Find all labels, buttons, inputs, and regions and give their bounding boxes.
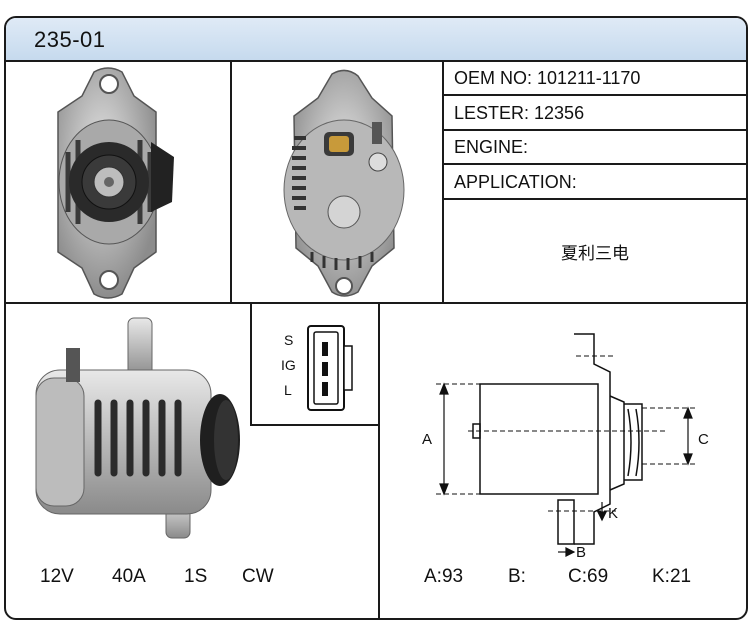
- divider-col-bottom: [378, 304, 380, 618]
- dimension-a: A:93: [424, 566, 464, 587]
- connector-drawing: [307, 325, 353, 411]
- alternator-front-photo: [57, 67, 174, 299]
- dim-label-a: A: [422, 431, 432, 448]
- divider-col-1: [230, 60, 232, 302]
- dimension-b: B:: [508, 566, 526, 587]
- connector-pin-s: S: [284, 332, 294, 348]
- rating-rotation: CW: [242, 566, 274, 587]
- alternator-rear-photo: [283, 69, 405, 297]
- dim-label-k: K: [608, 505, 618, 522]
- dim-label-c: C: [698, 431, 709, 448]
- lester-number: LESTER: 12356: [454, 103, 585, 123]
- dimension-k: K:21: [652, 566, 692, 587]
- divider-spec-2: [442, 129, 746, 131]
- dimension-c: C:69: [568, 566, 609, 587]
- connector-pin-ig: IG: [281, 357, 296, 373]
- connector-box-bottom: [250, 424, 380, 426]
- product-sheet: 235-01 OEM NO: 101211-1170 LESTER: 12356…: [4, 16, 748, 620]
- divider-spec-3: [442, 163, 746, 165]
- rating-voltage: 12V: [40, 566, 74, 587]
- connector-box-left: [250, 304, 252, 426]
- connector-pin-l: L: [284, 382, 292, 398]
- divider-col-2: [442, 60, 444, 302]
- application-value: 夏利三电: [561, 244, 629, 263]
- part-number-title: 235-01: [34, 27, 106, 52]
- divider-spec-4: [442, 198, 746, 200]
- dimension-drawing: A C K B: [422, 333, 709, 561]
- rating-amperage: 40A: [112, 566, 146, 587]
- dim-label-b: B: [576, 544, 586, 561]
- oem-number: OEM NO: 101211-1170: [454, 68, 641, 88]
- divider-row-top: [6, 302, 746, 304]
- application-label: APPLICATION:: [454, 172, 577, 192]
- rating-pulley: 1S: [184, 566, 208, 587]
- alternator-side-photo: [35, 317, 240, 539]
- title-bar: 235-01: [6, 18, 746, 62]
- divider-spec-1: [442, 94, 746, 96]
- engine-label: ENGINE:: [454, 137, 529, 157]
